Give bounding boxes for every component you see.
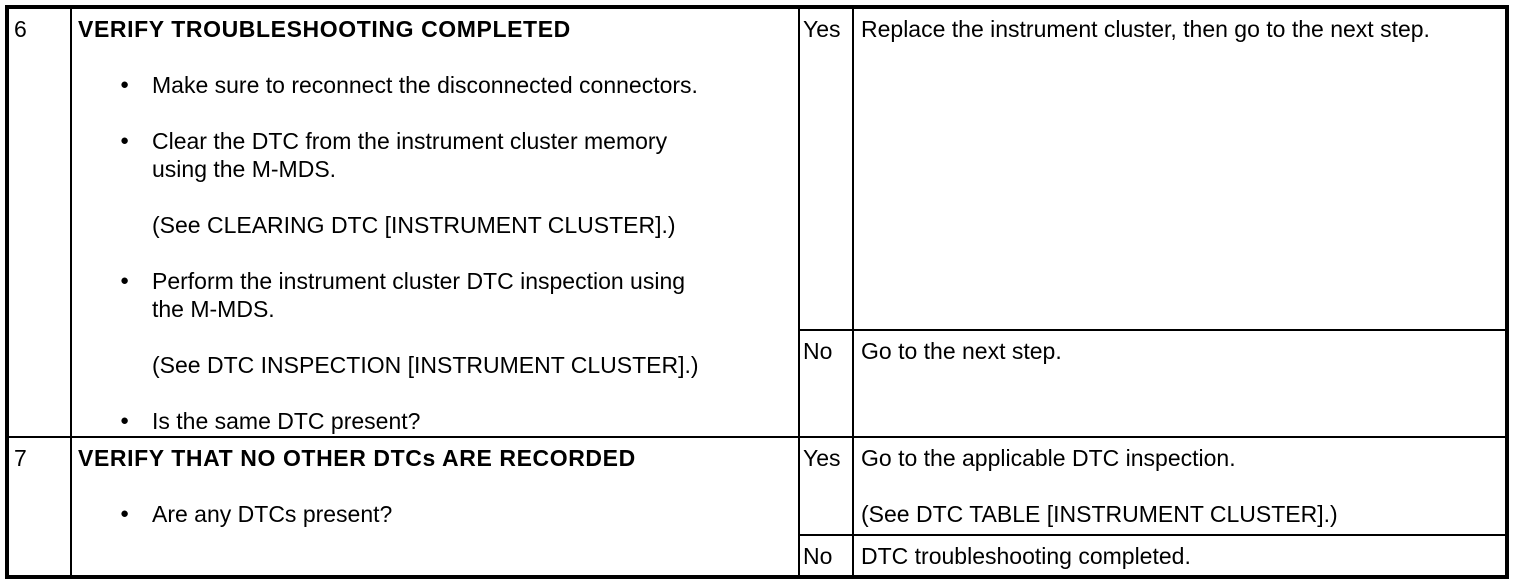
outcome-result: DTC troubleshooting completed. — [854, 536, 1505, 575]
outcome-result: Go to the next step. — [854, 331, 1505, 436]
outcome-row-no: No Go to the next step. — [800, 329, 1505, 436]
outcome-row-yes: Yes Go to the applicable DTC inspection.… — [800, 438, 1505, 534]
action-item: ● Are any DTCs present? — [78, 500, 798, 528]
action-item-text: Make sure to reconnect the disconnected … — [152, 72, 698, 98]
step-row-6: 6 VERIFY TROUBLESHOOTING COMPLETED ● Mak… — [9, 9, 1505, 436]
bullet-icon: ● — [120, 132, 130, 149]
step-number: 6 — [14, 16, 27, 42]
outcomes-cell: Yes Replace the instrument cluster, then… — [800, 9, 1505, 436]
outcome-row-yes: Yes Replace the instrument cluster, then… — [800, 9, 1505, 329]
outcome-label-no: No — [800, 331, 854, 436]
result-text: Go to the next step. — [861, 338, 1062, 364]
action-item: ● Is the same DTC present? — [78, 407, 798, 435]
action-item-text: Are any DTCs present? — [152, 501, 393, 527]
result-text: Go to the applicable DTC inspection. — [861, 445, 1236, 471]
bullet-icon: ● — [120, 505, 130, 522]
outcome-result: Replace the instrument cluster, then go … — [854, 9, 1505, 329]
result-text: DTC troubleshooting completed. — [861, 543, 1191, 569]
action-item-text: Perform the instrument cluster DTC inspe… — [152, 268, 686, 322]
action-item: ● Clear the DTC from the instrument clus… — [78, 127, 798, 183]
step-number-cell: 6 — [9, 9, 72, 436]
result-text: Replace the instrument cluster, then go … — [861, 16, 1430, 42]
action-cell: VERIFY THAT NO OTHER DTCs ARE RECORDED ●… — [72, 438, 800, 575]
action-item: ● Perform the instrument cluster DTC ins… — [78, 267, 798, 323]
outcome-row-no: No DTC troubleshooting completed. — [800, 534, 1505, 575]
result-see-reference: (See DTC TABLE [INSTRUMENT CLUSTER].) — [861, 501, 1338, 527]
bullet-icon: ● — [120, 412, 130, 429]
outcome-label-yes: Yes — [800, 9, 854, 329]
step-title: VERIFY TROUBLESHOOTING COMPLETED — [78, 16, 571, 42]
action-see-reference: (See CLEARING DTC [INSTRUMENT CLUSTER].) — [152, 212, 676, 238]
action-cell: VERIFY TROUBLESHOOTING COMPLETED ● Make … — [72, 9, 800, 436]
action-item-text: Is the same DTC present? — [152, 408, 421, 434]
step-title: VERIFY THAT NO OTHER DTCs ARE RECORDED — [78, 445, 636, 471]
action-item-text: Clear the DTC from the instrument cluste… — [152, 128, 668, 182]
bullet-icon: ● — [120, 272, 130, 289]
outcome-label-yes: Yes — [800, 438, 854, 534]
outcome-result: Go to the applicable DTC inspection. (Se… — [854, 438, 1505, 534]
action-item: ● Make sure to reconnect the disconnecte… — [78, 71, 798, 99]
outcomes-cell: Yes Go to the applicable DTC inspection.… — [800, 438, 1505, 575]
troubleshooting-table: 6 VERIFY TROUBLESHOOTING COMPLETED ● Mak… — [5, 5, 1509, 579]
step-number-cell: 7 — [9, 438, 72, 575]
bullet-icon: ● — [120, 76, 130, 93]
step-row-7: 7 VERIFY THAT NO OTHER DTCs ARE RECORDED… — [9, 436, 1505, 575]
step-number: 7 — [14, 445, 27, 471]
action-see-reference: (See DTC INSPECTION [INSTRUMENT CLUSTER]… — [152, 352, 699, 378]
outcome-label-no: No — [800, 536, 854, 575]
